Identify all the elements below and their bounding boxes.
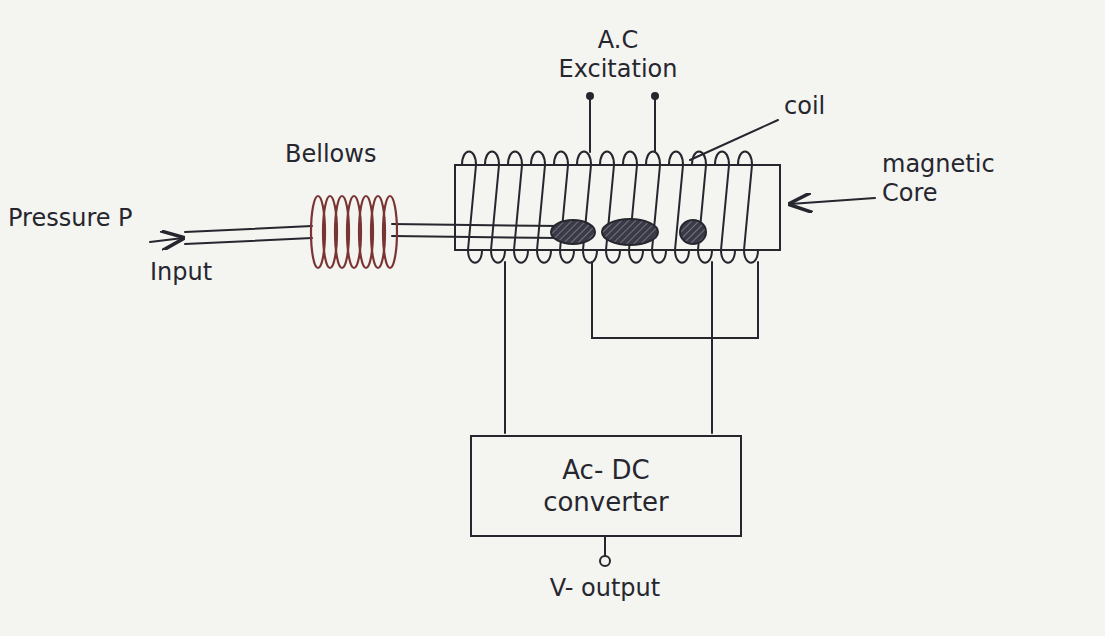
coil-turn	[692, 152, 712, 263]
part-label: magnetic Core	[882, 150, 1012, 208]
terminal-dot	[651, 92, 659, 100]
coil-turn	[715, 152, 735, 263]
magnetic-core	[455, 165, 780, 250]
label-text: Bellows	[285, 140, 376, 168]
coil-turn	[554, 152, 574, 263]
coil-winding	[462, 152, 758, 263]
coil-turn	[462, 152, 482, 263]
coil-turn	[600, 152, 620, 263]
excitation-label: A.C Excitation	[548, 26, 688, 84]
excitation-lead	[654, 98, 656, 152]
label-text: Input	[150, 258, 212, 286]
coil-turn	[646, 152, 666, 263]
label-text: A.C Excitation	[559, 26, 678, 83]
part-label: Bellows	[285, 140, 415, 169]
output-label: V- output	[535, 574, 675, 603]
armature	[602, 219, 658, 245]
armature	[680, 220, 706, 244]
bellows-fold	[383, 196, 397, 268]
push-rod	[185, 226, 312, 244]
coil-turn	[623, 152, 643, 263]
input-label: Pressure P	[8, 204, 148, 233]
bellows	[311, 196, 397, 268]
coil-turn	[485, 152, 505, 263]
leader-line	[690, 120, 778, 160]
excitation-lead	[589, 98, 591, 152]
label-text: Pressure P	[8, 204, 133, 232]
coil-turn	[738, 152, 758, 263]
output-lead	[604, 537, 606, 556]
push-rod	[392, 224, 560, 238]
coil-turn	[508, 152, 528, 263]
coil-turn	[669, 152, 689, 263]
label-text: coil	[784, 92, 825, 120]
converter-box: Ac- DC converter	[470, 435, 742, 537]
part-label: coil	[784, 92, 864, 121]
output-terminal	[600, 556, 610, 566]
label-text: V- output	[550, 574, 660, 602]
secondary-lead	[504, 262, 506, 433]
coil-turn	[531, 152, 551, 263]
secondary-link	[592, 262, 758, 338]
input-label: Input	[150, 258, 240, 287]
leader-arrow	[790, 198, 875, 204]
input-arrow	[150, 238, 183, 242]
label-text: magnetic Core	[882, 150, 995, 207]
secondary-lead	[711, 262, 713, 433]
box-text: Ac- DC converter	[506, 454, 706, 519]
armature	[551, 220, 595, 244]
terminal-dot	[586, 92, 594, 100]
coil-turn	[577, 152, 597, 263]
